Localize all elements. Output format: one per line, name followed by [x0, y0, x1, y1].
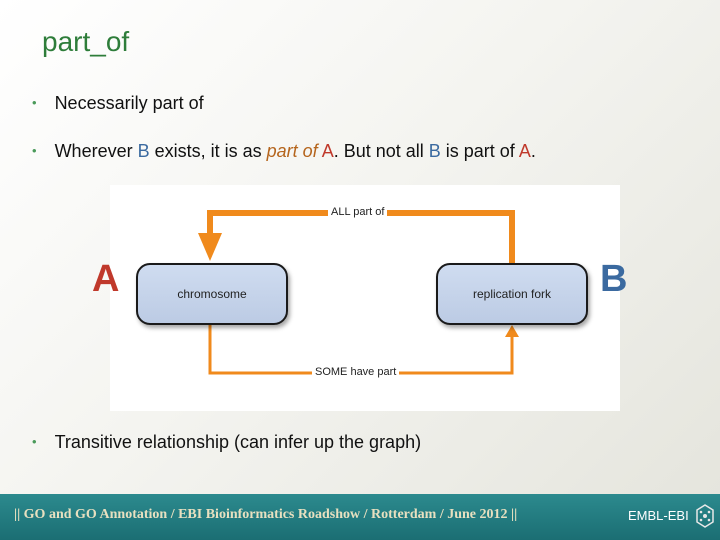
bullet-2-part-1: Wherever — [54, 141, 138, 161]
bullet-dot-icon: • — [32, 434, 37, 449]
bullet-text-2: Wherever B exists, it is as part of A. B… — [55, 141, 536, 162]
bullet-2-b-ref: B — [137, 141, 150, 161]
footer-text: || GO and GO Annotation / EBI Bioinforma… — [14, 507, 518, 522]
bullet-item-1: • Necessarily part of — [32, 93, 204, 114]
bullet-item-2: • Wherever B exists, it is as part of A.… — [32, 141, 536, 162]
edge-label-some-have-part: SOME have part — [312, 366, 400, 378]
all-part-of-arrow — [207, 210, 515, 263]
bullet-item-3: • Transitive relationship (can infer up … — [32, 432, 421, 453]
bullet-2-part-of: part of — [266, 141, 318, 161]
bullet-2-a-ref-2: A — [518, 141, 531, 161]
all-part-of-arrowhead — [198, 233, 222, 261]
bullet-text-3: Transitive relationship (can infer up th… — [54, 432, 422, 452]
footer-logo-text: EMBL-EBI — [628, 508, 689, 523]
bullet-2-a-ref: A — [321, 141, 334, 161]
footer-bar: || GO and GO Annotation / EBI Bioinforma… — [0, 494, 720, 540]
bullet-dot-icon: • — [32, 95, 37, 110]
some-have-part-arrowhead — [505, 325, 519, 337]
bullet-text-1: Necessarily part of — [54, 93, 204, 113]
bullet-2-part-3: exists, it is as — [149, 141, 267, 161]
bullet-2-part-7: . But not all — [333, 141, 429, 161]
node-chromosome: chromosome — [136, 263, 288, 325]
bullet-dot-icon: • — [32, 143, 37, 158]
bullet-2-b-ref-2: B — [428, 141, 441, 161]
label-b: B — [600, 258, 628, 300]
slide-title: part_of — [42, 26, 130, 57]
bullet-2-part-11: . — [530, 141, 536, 161]
edge-label-all-part-of: ALL part of — [328, 206, 388, 218]
node-replication-fork: replication fork — [436, 263, 588, 325]
embl-ebi-logo-icon — [696, 504, 714, 528]
bullet-2-part-9: is part of — [440, 141, 519, 161]
label-a: A — [92, 258, 120, 300]
part-of-diagram: ALL part of SOME have part chromosome re… — [110, 185, 620, 411]
